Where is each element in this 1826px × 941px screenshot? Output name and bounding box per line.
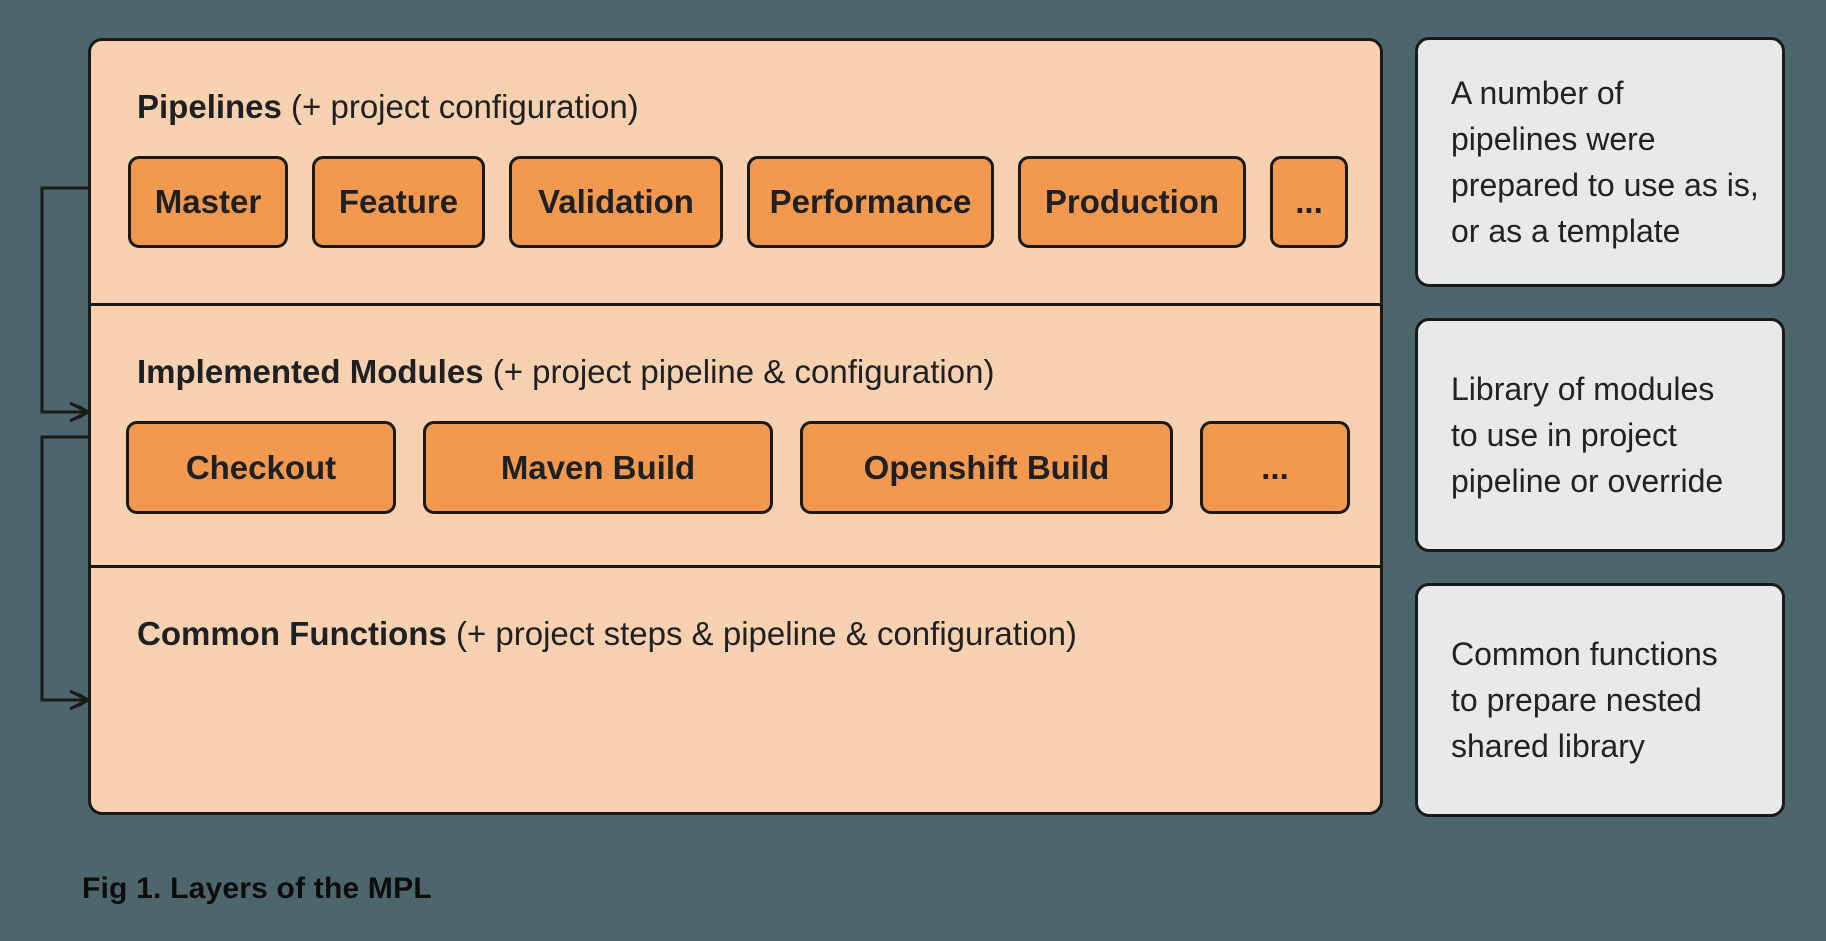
module-checkout[interactable]: Checkout [126, 421, 396, 514]
flow-arrow-modules-to-functions [40, 435, 88, 702]
mpl-layer-stack: Pipelines (+ project configuration) Mast… [88, 38, 1383, 815]
layer-functions-title: Common Functions (+ project steps & pipe… [137, 614, 1077, 654]
note-modules-text: Library of modules to use in project pip… [1451, 371, 1724, 499]
pipeline-validation[interactable]: Validation [509, 156, 723, 248]
module-maven-build[interactable]: Maven Build [423, 421, 773, 514]
layer-modules-title-bold: Implemented Modules [137, 353, 484, 390]
note-modules: Library of modules to use in project pip… [1415, 318, 1785, 552]
layer-functions-title-rest: (+ project steps & pipeline & configurat… [446, 615, 1077, 652]
layer-functions-title-bold: Common Functions [137, 615, 447, 652]
note-pipelines-text: A number of pipelines were prepared to u… [1451, 75, 1759, 249]
pipeline-performance[interactable]: Performance [747, 156, 994, 248]
layer-modules-title-rest: (+ project pipeline & configuration) [483, 353, 995, 390]
pipeline-production[interactable]: Production [1018, 156, 1246, 248]
layer-pipelines-title: Pipelines (+ project configuration) [137, 87, 639, 127]
note-functions: Common functions to prepare nested share… [1415, 583, 1785, 817]
flow-arrow-pipelines-to-modules [40, 186, 88, 414]
pipeline-master[interactable]: Master [128, 156, 288, 248]
module-openshift-build[interactable]: Openshift Build [800, 421, 1173, 514]
pipeline-feature[interactable]: Feature [312, 156, 485, 248]
layer-modules-title: Implemented Modules (+ project pipeline … [137, 352, 994, 392]
note-functions-text: Common functions to prepare nested share… [1451, 636, 1718, 764]
layer-pipelines: Pipelines (+ project configuration) Mast… [91, 41, 1380, 303]
layer-pipelines-title-bold: Pipelines [137, 88, 282, 125]
modules-button-row: Checkout Maven Build Openshift Build ... [126, 421, 1350, 514]
pipeline-more-ellipsis[interactable]: ... [1270, 156, 1348, 248]
pipelines-button-row: Master Feature Validation Performance Pr… [128, 156, 1348, 248]
layer-implemented-modules: Implemented Modules (+ project pipeline … [91, 303, 1380, 565]
figure-caption: Fig 1. Layers of the MPL [82, 872, 432, 905]
module-more-ellipsis[interactable]: ... [1200, 421, 1350, 514]
layer-pipelines-title-rest: (+ project configuration) [281, 88, 639, 125]
layer-common-functions: Common Functions (+ project steps & pipe… [91, 565, 1380, 812]
note-pipelines: A number of pipelines were prepared to u… [1415, 37, 1785, 287]
